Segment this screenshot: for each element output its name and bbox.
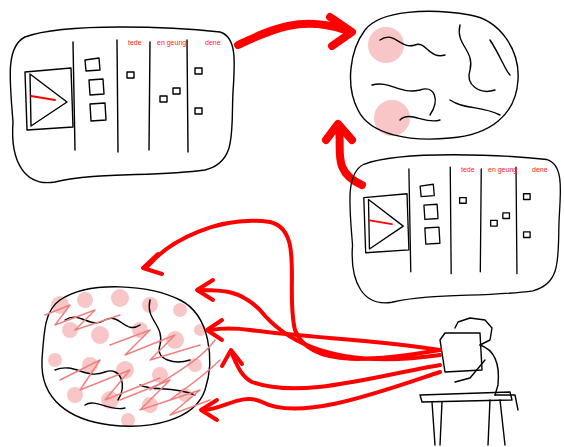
brain-top xyxy=(351,11,519,139)
brain-fold xyxy=(65,317,140,327)
blob-border xyxy=(10,27,234,183)
person-arm xyxy=(455,360,485,382)
highlight-spots xyxy=(48,289,206,427)
column-line xyxy=(515,167,517,274)
brain-fold xyxy=(450,100,500,115)
brain-outline xyxy=(351,11,519,139)
card xyxy=(424,204,438,219)
column-line xyxy=(149,42,150,150)
brain-outline xyxy=(42,287,210,426)
arrow-line xyxy=(238,24,345,45)
arrow-head xyxy=(222,350,242,366)
sticky-note xyxy=(160,96,167,102)
brain-fold xyxy=(55,368,122,400)
column-header: tede xyxy=(128,39,142,46)
brain-fold xyxy=(149,300,190,362)
desk-top xyxy=(420,392,512,402)
card xyxy=(85,58,100,71)
arrow-head xyxy=(197,280,213,300)
column-header: tede xyxy=(461,166,475,173)
sticky-note xyxy=(127,72,134,78)
influence-line xyxy=(210,329,440,351)
column-header: en geung xyxy=(157,39,186,46)
brain-fold xyxy=(372,84,435,115)
brain-fold xyxy=(490,40,510,75)
brain-fold xyxy=(140,385,195,395)
arrow-head xyxy=(207,320,222,340)
red-mark xyxy=(31,96,55,100)
card xyxy=(420,184,434,196)
arrow-head xyxy=(330,17,352,46)
triangle xyxy=(30,74,67,126)
arrow-head xyxy=(143,254,162,274)
card xyxy=(425,227,440,244)
column-line xyxy=(480,169,482,272)
person-body xyxy=(480,345,498,395)
column-line xyxy=(117,40,118,152)
red-mark xyxy=(369,220,392,224)
chair-seat xyxy=(495,395,518,410)
column-header: dene xyxy=(532,166,548,173)
board-blob: tede en geung dene xyxy=(5,22,237,187)
brain-bottom xyxy=(42,287,220,427)
brain-fold xyxy=(85,403,125,409)
image-frame xyxy=(364,194,409,253)
blob-outline xyxy=(345,150,563,307)
card xyxy=(90,103,106,121)
highlight-spot xyxy=(368,27,404,63)
blob-outline xyxy=(5,22,237,187)
image-frame xyxy=(25,68,73,130)
desk-leg xyxy=(432,402,442,445)
computer-monitor xyxy=(440,333,482,372)
arrow-head xyxy=(201,400,217,420)
sketch-contents xyxy=(350,155,561,303)
column-line xyxy=(73,42,75,150)
scribbles xyxy=(45,305,220,415)
column-header: dene xyxy=(205,39,221,46)
influence-line xyxy=(204,372,440,410)
sticky-note xyxy=(195,108,202,114)
triangle xyxy=(368,199,403,248)
person-at-desk xyxy=(420,318,518,445)
sketch-contents xyxy=(10,27,234,183)
column-line xyxy=(187,40,188,152)
red-arrows xyxy=(238,17,362,185)
influence-line xyxy=(148,221,440,359)
sticky-note xyxy=(195,68,202,74)
card xyxy=(89,79,104,95)
column-header: en geung xyxy=(488,166,517,173)
sticky-note xyxy=(460,198,467,204)
blob-border xyxy=(350,155,561,303)
sticky-note xyxy=(491,220,498,226)
board-blob: tede en geung dene xyxy=(345,150,563,307)
sticky-note xyxy=(524,194,531,200)
sticky-note xyxy=(173,88,180,94)
brain-fold xyxy=(380,37,445,56)
brain-fold xyxy=(459,25,495,91)
arrow-head xyxy=(326,124,352,140)
brain-fold xyxy=(400,116,440,121)
column-line xyxy=(450,167,452,274)
chair-leg xyxy=(488,400,505,445)
column-line xyxy=(409,169,411,272)
person-head xyxy=(455,318,492,345)
sticky-note xyxy=(503,213,510,219)
sticky-note xyxy=(524,232,531,238)
